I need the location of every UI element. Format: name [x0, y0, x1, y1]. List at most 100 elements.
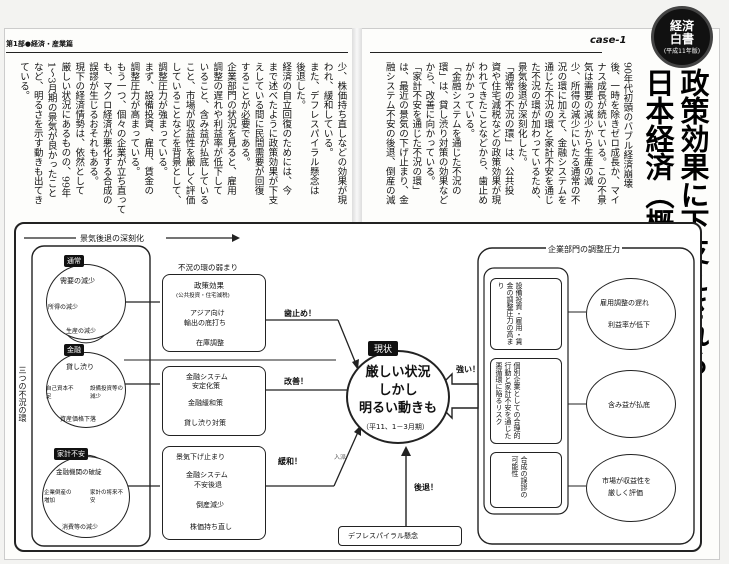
- center-line3: 明るい動きも: [358, 401, 437, 416]
- policy3-title: 景気下げ止まり: [176, 453, 225, 461]
- body-text-column: ナス成長が続いている。この不景: [595, 62, 606, 205]
- pressure-circle-1-line2: 利益率が低下: [608, 321, 650, 329]
- body-text-column: た不況の環が加わっているため、: [529, 62, 540, 205]
- body-text-column: は、最近の景気の下げ止まり、金: [397, 62, 408, 205]
- pressure-circle-2: [586, 370, 676, 438]
- mid-section-header: 不況の環の弱まり: [178, 263, 238, 272]
- badge-line1: 経済: [669, 18, 694, 33]
- pressure-circle-3-line2: 厳しく評価: [608, 489, 643, 497]
- body-text-column: 少、所得の減少にいたる通常の不: [568, 62, 580, 205]
- white-paper-badge: 経済 白書 (平成11年版): [651, 6, 713, 68]
- ring-household-right: 家計の将来不安: [90, 490, 124, 504]
- ring-household-left: 企業倒産の増加: [44, 490, 72, 504]
- body-text-column: えしている間に民間需要が回復: [252, 62, 264, 195]
- center-line2: しかし: [378, 383, 418, 398]
- pressure-circle-3: [586, 454, 676, 522]
- policy1-item3: 輸出の底打ち: [184, 319, 226, 327]
- pressure-box-3: [490, 452, 562, 508]
- deflation-label: デフレスパイラル懸念: [348, 532, 418, 540]
- body-text-column: 調整圧力が強まっている。: [156, 62, 167, 176]
- arrow-label-halt: 歯止め！: [284, 309, 316, 318]
- body-text-column: 少、株価持ち直しなどの効果が現: [335, 62, 347, 205]
- right-section-header: 企業部門の調整圧力: [546, 244, 622, 255]
- body-text-column: 企業部門の状況を見ると、雇用: [225, 62, 236, 195]
- economy-diagram: 景気後退の深刻化 三つの不況の環 通常 需要の減少 所得の減少 生産の減少 金融…: [14, 222, 702, 552]
- body-text-column: 経済の自立回復のためには、今: [280, 62, 292, 195]
- ring-household-tag: 家計不安: [54, 448, 88, 460]
- center-line4: （平11、1－3月期）: [362, 423, 429, 431]
- body-text-column: 現下の経済情勢は、依然として: [73, 62, 85, 195]
- current-status-tag: 現状: [368, 341, 399, 356]
- arrow-label-improve: 改善！: [284, 377, 308, 386]
- stray-text: 入派: [334, 454, 347, 461]
- policy2-item3: 貸し渋り対策: [184, 419, 226, 427]
- arrow-label-strong: 強い！: [456, 365, 480, 374]
- body-text-column: まず、設備投資、雇用、賃金の: [142, 62, 154, 195]
- running-header-left: 第1部●経済・産業篇: [6, 40, 73, 48]
- body-text-column: 「家計不安を通じた不況の環」: [410, 62, 422, 195]
- body-text-column: など、明るさを示す動きも出てき: [31, 62, 43, 205]
- body-text-column: 90年代初頭のバブル経済崩壊: [621, 62, 633, 189]
- policy3-item4: 倒産減少: [196, 501, 224, 509]
- body-text-column: も、マクロ経済が悪化する合成の: [100, 62, 112, 205]
- book-gutter: [352, 28, 362, 253]
- body-text-column: われ、緩和している。: [321, 62, 333, 157]
- body-text-column: 後、一時を除きゼロ成長か、マイ: [608, 62, 620, 205]
- ring-household-bottom: 消費等の減少: [62, 524, 99, 531]
- pressure-box-1: [490, 278, 562, 350]
- ring-normal-left: 所得の減少: [48, 304, 79, 311]
- body-text-column: 融システム不安の後退、倒産の減: [383, 62, 395, 205]
- policy3-item2: 金融システム: [186, 471, 228, 479]
- policy2-line1: 金融システム: [186, 373, 228, 381]
- policy2-item2: 金融緩和策: [188, 399, 223, 407]
- pressure-circle-1-line1: 雇用調整の遅れ: [600, 299, 649, 307]
- arrow-label-ease: 緩和！: [278, 457, 302, 466]
- policy-box-finance: [162, 366, 266, 436]
- body-text-column: 厳しい状況にあるものの、99年: [59, 62, 71, 198]
- policy1-item2: アジア向け: [190, 309, 225, 317]
- ring-finance-left: 自己資本不足: [46, 386, 74, 400]
- body-text-column: いること、含み益が払底している: [197, 62, 209, 205]
- current-status-circle: [346, 350, 450, 444]
- body-text-column: また、デフレスパイラル懸念は: [307, 62, 319, 195]
- ring-normal-top: 需要の減少: [60, 277, 95, 285]
- body-text-column: 気は需要の減少から生産の減: [581, 62, 593, 186]
- body-text-column: 調整圧力が高まっている。: [128, 62, 140, 176]
- body-text-column: 「金融システムを通じた不況の: [449, 62, 461, 195]
- ring-normal-bottom: 生産の減少: [66, 328, 97, 335]
- pressure-circle-3-line1: 市場が収益性を: [602, 477, 651, 485]
- body-text-column: 資や住宅減税などの政策効果が現: [489, 62, 501, 205]
- ring-finance-bottom: 資産価格下落: [60, 416, 97, 423]
- arrow-label-retreat: 後退！: [414, 483, 438, 492]
- body-text-column: 調整の遅れや利益率が低下して: [211, 62, 223, 195]
- pressure-text-2: 個別企業としての合理的行動と家計不安を通じた悪循環に陥るリスク: [495, 362, 521, 439]
- badge-line2: 白書: [669, 31, 694, 46]
- ring-normal: [46, 264, 126, 340]
- center-line1: 厳しい状況: [365, 365, 431, 380]
- body-text-column: 景気後退が深刻化した。: [515, 62, 527, 167]
- body-text-column: ている。: [18, 62, 29, 100]
- pressure-text-3: 合成の誤謬の可能性: [511, 456, 528, 498]
- body-text-column: われてきたことなどから、歯止め: [476, 62, 488, 205]
- left-section-header: 景気後退の深刻化: [80, 234, 144, 243]
- pressure-circle-2-line1: 含み益が払底: [608, 401, 650, 409]
- ring-finance: [46, 352, 126, 428]
- policy1-sub: (公共投資・住宅減税): [176, 293, 230, 299]
- ring-finance-top: 貸し渋り: [66, 363, 94, 371]
- policy3-item5: 株価持ち直し: [190, 523, 232, 531]
- body-text-column: から、改善に向かっている。: [423, 62, 435, 186]
- policy-box-normal: [162, 274, 266, 352]
- body-text-column: 環」は、貸し渋り対策の効果など: [436, 62, 448, 205]
- policy1-title: 政策効果: [194, 281, 224, 290]
- body-text-column: がかかっている。: [463, 62, 474, 138]
- policy-box-household: [162, 446, 266, 540]
- pressure-box-2: [490, 358, 562, 444]
- body-text-column: 況の環に加えて、金融システムを: [555, 62, 567, 205]
- body-text-column: もう一つ、個々の企業が立ち直って: [114, 62, 126, 214]
- body-text-column: こと、市場が収益性を厳しく評価: [183, 62, 195, 205]
- ring-finance-tag: 金融: [64, 344, 84, 356]
- body-text-column: まで述べたように政策効果が下支: [266, 62, 278, 205]
- deflation-box: [338, 526, 462, 546]
- body-text-column: 1～3月期の景気が良かったこと: [45, 62, 57, 198]
- body-text-column: 通じた不況の環と家計不安を通じ: [542, 62, 554, 205]
